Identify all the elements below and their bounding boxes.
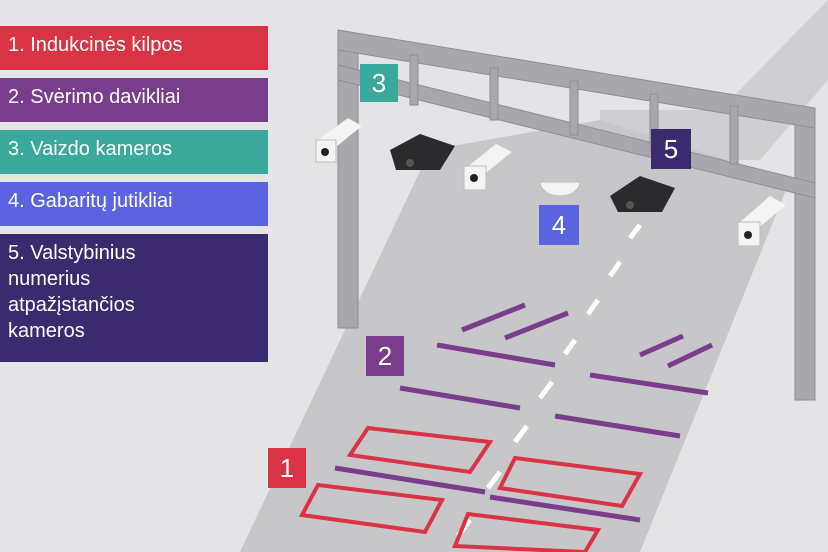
legend-item-plate-cameras: 5. Valstybinius numerius atpažįstančios … bbox=[0, 234, 268, 362]
legend-item-induction-loops: 1. Indukcinės kilpos bbox=[0, 26, 268, 70]
gantry bbox=[337, 29, 816, 401]
weighing-sensors bbox=[334, 302, 714, 523]
legend-item-dimension-sensors: 4. Gabaritų jutikliai bbox=[0, 182, 268, 226]
legend-item-video-cameras: 3. Vaizdo kameros bbox=[0, 130, 268, 174]
marker-2: 2 bbox=[366, 336, 404, 376]
marker-3: 3 bbox=[360, 64, 398, 102]
dome-sensor-icon bbox=[539, 181, 581, 197]
plate-camera-icon bbox=[610, 176, 675, 212]
legend-item-weighing-sensors: 2. Svėrimo davikliai bbox=[0, 78, 268, 122]
video-camera-icon bbox=[315, 118, 362, 163]
marker-5: 5 bbox=[651, 129, 691, 169]
marker-1: 1 bbox=[268, 448, 306, 488]
video-camera-icon bbox=[463, 144, 512, 191]
marker-4: 4 bbox=[539, 205, 579, 245]
plate-camera-icon bbox=[390, 134, 455, 170]
induction-loops bbox=[298, 425, 644, 552]
video-camera-icon bbox=[737, 196, 786, 247]
